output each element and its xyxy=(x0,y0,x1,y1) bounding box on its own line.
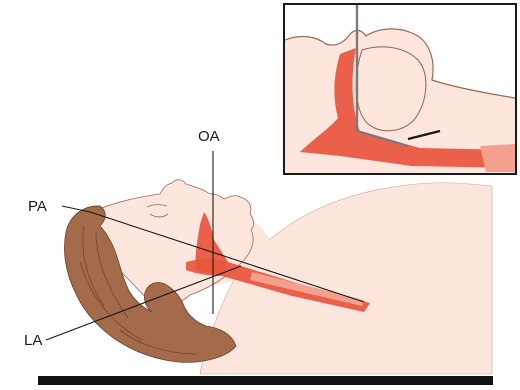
laryngeal-axis-label: LA xyxy=(24,333,42,348)
inset-trachea xyxy=(480,144,515,172)
pharyngeal-axis-label: PA xyxy=(28,199,47,214)
operating-table xyxy=(38,376,493,385)
oral-axis-label: OA xyxy=(198,129,220,144)
inset-tongue xyxy=(356,47,426,131)
inset-airway-detail xyxy=(284,4,516,174)
